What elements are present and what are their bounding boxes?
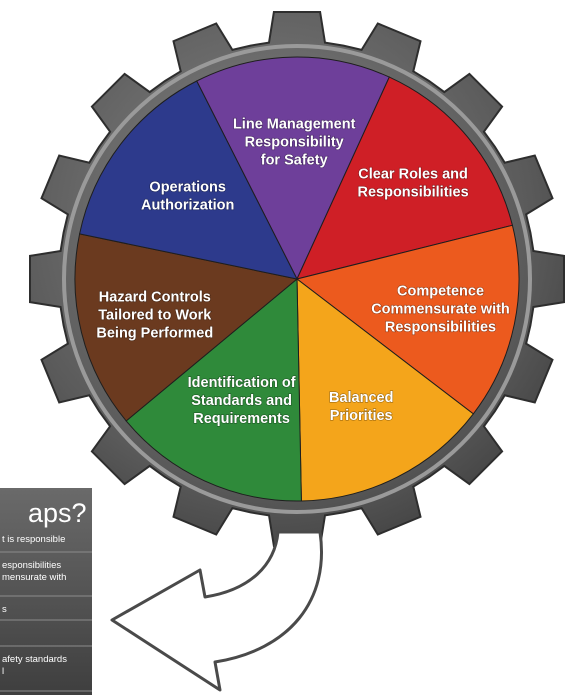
info-panel-item-text: s (2, 604, 7, 615)
wheel-segment-label: Requirements (193, 411, 290, 427)
wheel-segment-label: Clear Roles and (358, 167, 468, 183)
wheel-segment-label: for Safety (261, 152, 328, 168)
wheel-segment-label: Hazard Controls (99, 290, 211, 306)
gear-inner-ring (62, 44, 532, 514)
wheel-segment-label: Tailored to Work (98, 308, 212, 324)
info-panel-item-text: l (2, 666, 4, 677)
wheel-segment (79, 80, 298, 280)
wheel-segment (296, 277, 475, 502)
wheel-segment-label: Responsibilities (385, 320, 496, 336)
wheel-segment-label: Authorization (141, 197, 234, 213)
wheel-segment-label: Operations (149, 179, 226, 195)
info-panel-background (0, 488, 92, 695)
wheel-segment-label: Responsibility (245, 134, 344, 150)
info-panel-item-text: t is responsible (2, 534, 65, 545)
info-panel-item-text: esponsibilities (2, 560, 61, 571)
wheel-segment (125, 277, 302, 502)
wheel-segment (74, 233, 299, 422)
wheel-segment-label: Commensurate with (371, 302, 510, 318)
wheel-segment (296, 76, 514, 280)
curved-arrow-icon (110, 530, 323, 692)
wheel-segment-label: Balanced (329, 390, 393, 406)
wheel-segment (196, 56, 390, 281)
info-panel-item-text: mensurate with (2, 572, 66, 583)
wheel-segment-label: Being Performed (96, 326, 213, 342)
info-panel-item-text: afety standards (2, 654, 67, 665)
wheel-segment-label: Standards and (191, 393, 292, 409)
wheel-segment-label: Priorities (330, 408, 393, 424)
wheel-segment-label: Line Management (233, 116, 356, 132)
info-panel: aps? t is responsible esponsibilitiesmens… (0, 488, 92, 695)
wheel-segment-label: Identification of (188, 375, 296, 391)
wheel-segment (295, 224, 520, 415)
info-panel-title: aps? (28, 498, 87, 528)
wheel-segment-label: Competence (397, 284, 484, 300)
wheel-segment-label: Responsibilities (357, 185, 468, 201)
